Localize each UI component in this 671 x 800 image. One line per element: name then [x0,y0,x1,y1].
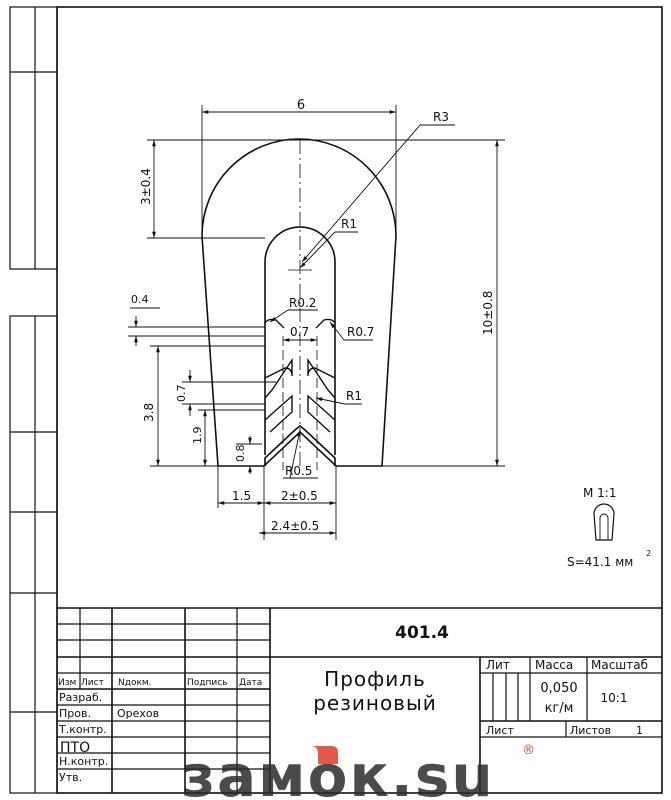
sheets-count: 1 [636,724,643,737]
role-nkontr: Н.контр. [59,755,108,768]
dim-0-8: 0.8 [234,445,247,463]
dim-1-5: 1.5 [232,489,251,503]
title-block-text: 401.4 Изм Лист Nдокм. Подпись Дата Разра… [58,623,648,784]
role-utv: Утв. [59,771,82,784]
dim-1-9: 1.9 [191,427,204,445]
header-podpis: Подпись [187,678,227,688]
title-block-grid [57,607,662,793]
dim-3-8: 3.8 [142,403,156,422]
role-razrab: Разраб. [59,691,102,704]
role-prov: Пров. [59,707,91,720]
mass-unit: кг/м [545,701,574,716]
dim-0-7-left: 0.7 [175,385,188,403]
dimension-labels: 6 R3 R1 3±0.4 10±0.8 0.4 R0.2 0.7 R0.7 3… [131,98,495,533]
header-data: Дата [239,678,262,688]
preview-area-unit-sup: 2 [646,549,651,558]
role-pto: ПТО [60,740,90,756]
watermark-logo: замок.su ® [181,742,535,800]
dim-r0-7: R0.7 [347,325,374,339]
preview-area-label: S=41.1 мм [567,555,633,569]
scale-value: 10:1 [601,691,628,705]
sheet-label: Лист [486,724,514,737]
dim-r3: R3 [433,110,449,124]
title-line-1: Профиль [324,667,426,691]
title-line-2: резиновый [313,691,437,715]
dim-2-4: 2.4±0.5 [271,519,319,533]
dim-r1-top: R1 [341,217,357,231]
dim-0-7-inner: 0.7 [290,325,309,339]
header-lit: Лит [486,658,510,672]
dim-r1-mid: R1 [346,389,362,403]
dimension-lines [128,105,505,540]
center-axis [282,140,318,470]
checker-name: Орехов [117,707,159,720]
header-izm: Изм [58,678,76,688]
header-massa: Масса [535,658,573,672]
watermark-text: замок.su [181,742,494,800]
dim-r0-2: R0.2 [289,296,316,310]
watermark-registered: ® [522,743,535,758]
dim-total-height: 10±0.8 [481,291,495,335]
role-tkontr: Т.контр. [58,723,107,736]
sheets-label: Листов [570,724,611,737]
watermark-key-shape [311,746,338,764]
dim-2: 2±0.5 [281,489,318,503]
header-masshtab: Масштаб [591,658,648,672]
preview-profile-icon [593,503,615,541]
mass-value: 0,050 [540,681,577,696]
preview-scale-label: М 1:1 [583,486,616,500]
header-list: Лист [81,678,104,688]
scale-preview: М 1:1 S=41.1 мм 2 [567,486,651,569]
dim-r0-5: R0.5 [285,464,312,478]
drawing-designation: 401.4 [395,623,449,643]
dim-h-top: 3±0.4 [139,168,153,205]
header-ndokm: Nдокм. [118,678,152,688]
dim-top-width: 6 [297,98,305,113]
left-margin-stamps [9,6,58,794]
dim-0-4: 0.4 [131,293,149,306]
